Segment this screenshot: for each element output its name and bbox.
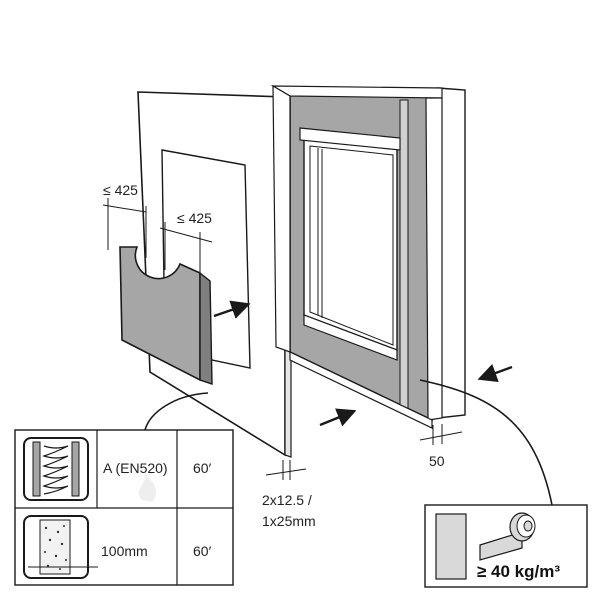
row2-time: 60′ xyxy=(193,543,212,559)
fire-rating-table: A (EN520) 60′ 100mm 60′ xyxy=(14,429,234,586)
flame-icon xyxy=(138,474,157,502)
board-thickness-label-2: 1x25mm xyxy=(262,513,316,529)
dimension-cutout-2: ≤ 425 xyxy=(159,210,212,275)
row1-time: 60′ xyxy=(193,460,212,476)
cutout-width-label-2: ≤ 425 xyxy=(177,210,212,226)
insulation-roll-icon xyxy=(479,512,536,561)
solid-wall-icon xyxy=(23,515,98,579)
mount-arrow xyxy=(319,408,357,427)
hatch-frame xyxy=(270,84,466,429)
frame-gap-label: 50 xyxy=(429,453,445,469)
insulation-callout-curve xyxy=(419,379,553,506)
dimension-cutout-1: ≤ 425 xyxy=(102,182,147,258)
plasterboard-panel xyxy=(137,91,292,458)
insulation-spec-box: ≥ 40 kg/m³ xyxy=(424,504,588,588)
insulation-block xyxy=(119,246,213,385)
row2-thickness: 100mm xyxy=(101,543,148,559)
dimension-board-thickness: 2x12.5 / 1x25mm xyxy=(262,460,316,529)
insulation-sample-swatch xyxy=(435,513,467,580)
row1-rating: A (EN520) xyxy=(103,460,168,476)
insulation-density: ≥ 40 kg/m³ xyxy=(477,562,560,581)
wall-section-icon xyxy=(23,437,89,501)
table-callout-curve xyxy=(144,392,209,431)
cutout-width-label-1: ≤ 425 xyxy=(103,182,138,198)
back-arrow xyxy=(477,364,513,383)
board-thickness-label-1: 2x12.5 / xyxy=(262,492,312,508)
insert-arrow xyxy=(213,300,251,319)
dimension-frame-gap: 50 xyxy=(419,424,463,469)
